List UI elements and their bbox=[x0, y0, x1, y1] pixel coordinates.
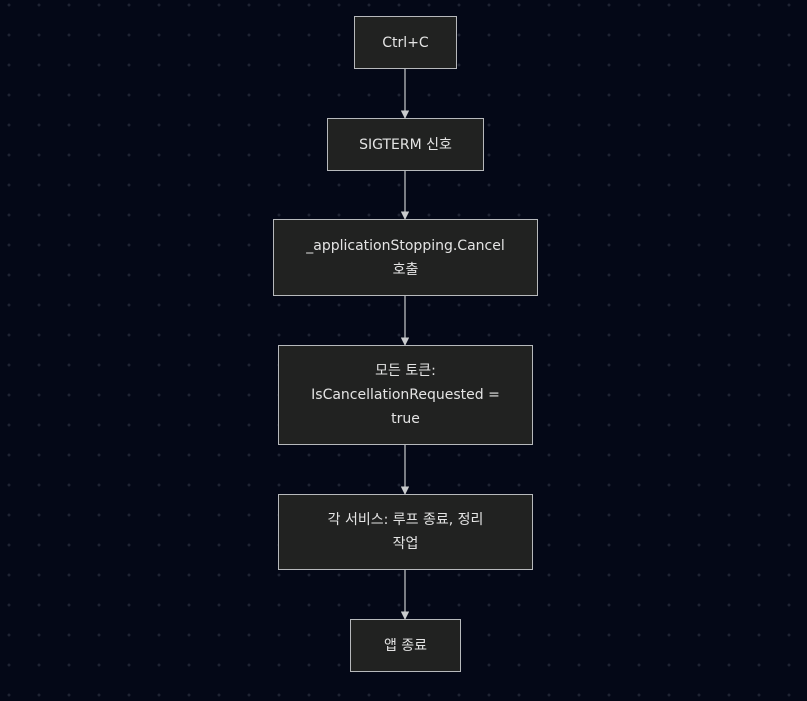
node-application-stopping-cancel-line-2: 호출 bbox=[392, 261, 419, 278]
node-services-cleanup-line-2: 작업 bbox=[392, 536, 419, 552]
node-app-exit[interactable]: 앱 종료 bbox=[350, 619, 461, 672]
node-sigterm-signal-label: SIGTERM 신호 bbox=[359, 136, 452, 153]
node-all-tokens-cancelled-line-1: 모든 토큰: bbox=[375, 363, 436, 379]
node-all-tokens-cancelled[interactable]: 모든 토큰: IsCancellationRequested = true bbox=[278, 345, 533, 445]
node-services-cleanup-line-1: 각 서비스: 루프 종료, 정리 bbox=[327, 512, 484, 528]
node-sigterm-signal[interactable]: SIGTERM 신호 bbox=[327, 118, 484, 171]
node-ctrl-c-label: Ctrl+C bbox=[382, 34, 429, 51]
node-all-tokens-cancelled-line-3: true bbox=[391, 411, 420, 427]
node-all-tokens-cancelled-line-2: IsCancellationRequested = bbox=[311, 387, 500, 403]
node-services-cleanup[interactable]: 각 서비스: 루프 종료, 정리 작업 bbox=[278, 494, 533, 570]
node-application-stopping-cancel-line-1: _applicationStopping.Cancel bbox=[306, 237, 505, 254]
node-app-exit-label: 앱 종료 bbox=[383, 637, 428, 654]
node-application-stopping-cancel[interactable]: _applicationStopping.Cancel 호출 bbox=[273, 219, 538, 296]
node-ctrl-c[interactable]: Ctrl+C bbox=[354, 16, 457, 69]
